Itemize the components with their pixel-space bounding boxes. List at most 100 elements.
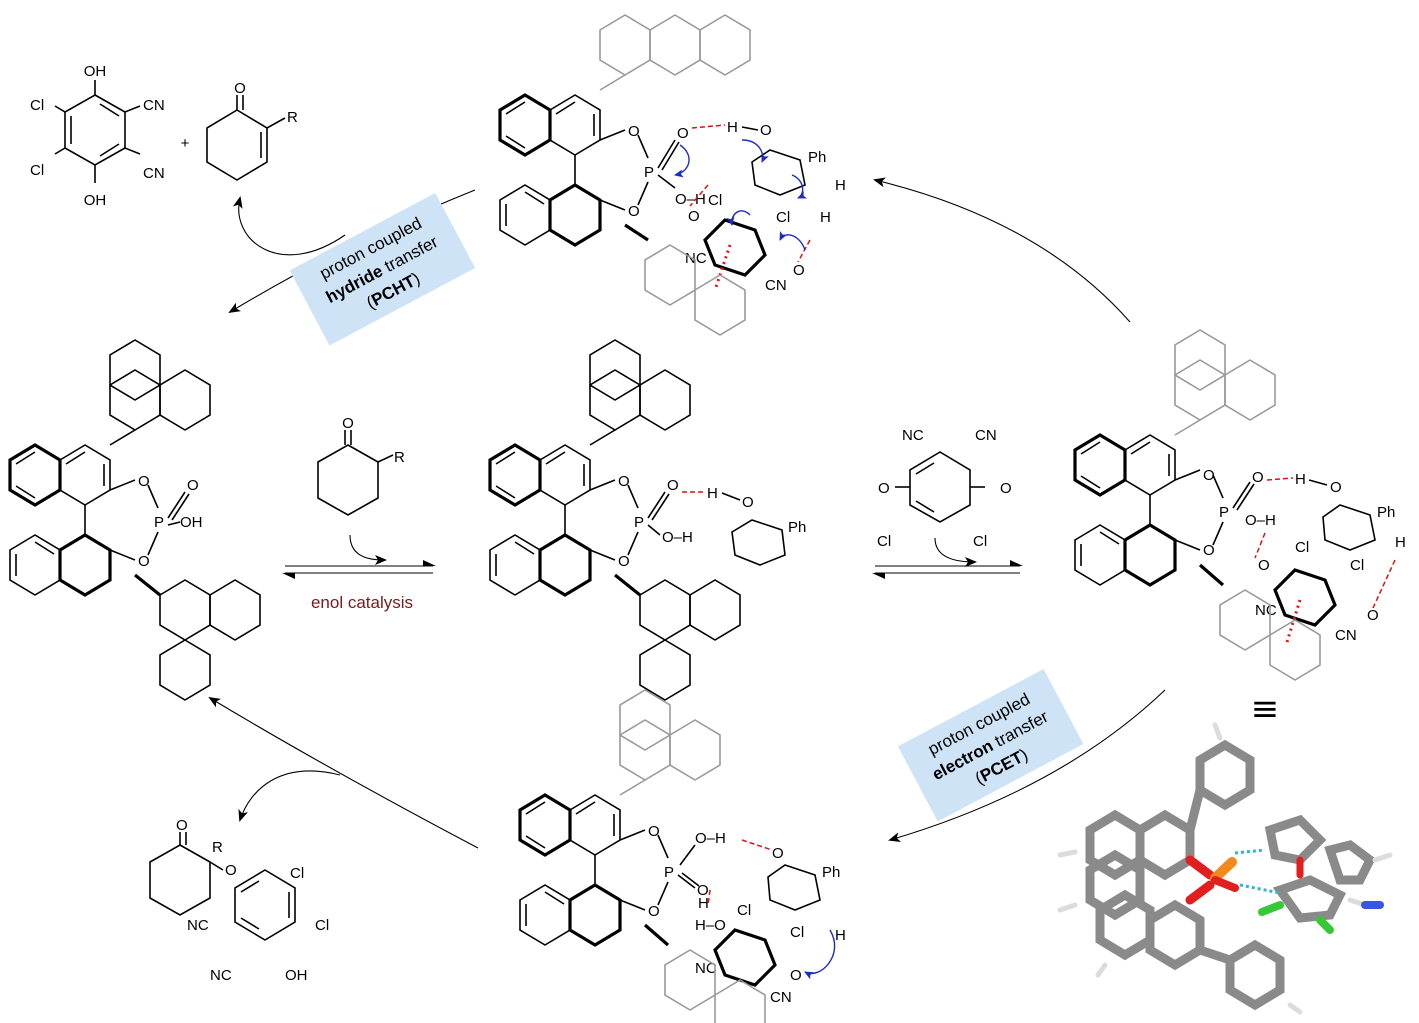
svg-text:H: H <box>1395 534 1406 551</box>
svg-text:R: R <box>394 449 405 466</box>
svg-text:O: O <box>760 122 772 139</box>
svg-text:O: O <box>618 553 630 570</box>
svg-text:O: O <box>138 473 150 490</box>
svg-text:Cl: Cl <box>877 533 891 550</box>
svg-text:Ph: Ph <box>788 519 806 536</box>
complex-to-pcht-arrow <box>873 177 1131 323</box>
svg-text:O: O <box>677 125 689 142</box>
product-release-arrow-bottom <box>238 770 341 822</box>
svg-text:NC: NC <box>685 250 707 267</box>
svg-text:H: H <box>698 895 709 912</box>
equilibrium-left <box>282 534 436 579</box>
pcet-box-bg <box>897 668 1084 822</box>
svg-text:H: H <box>835 177 846 194</box>
svg-text:Cl: Cl <box>290 865 304 882</box>
svg-text:H: H <box>835 927 846 944</box>
svg-text:O: O <box>667 477 679 494</box>
ddqh2-product: OH OH Cl Cl CN CN <box>30 63 165 209</box>
svg-text:O: O <box>648 823 660 840</box>
svg-text:Cl: Cl <box>315 917 329 934</box>
svg-text:R: R <box>212 839 223 856</box>
svg-text:Cl: Cl <box>30 162 44 179</box>
svg-text:OH: OH <box>84 192 107 209</box>
svg-text:O: O <box>1258 557 1270 574</box>
svg-text:O: O <box>793 262 805 279</box>
pcht-box: proton coupled hydride transfer (PCHT) <box>289 193 476 346</box>
svg-text:CN: CN <box>975 427 997 444</box>
svg-text:Cl: Cl <box>776 209 790 226</box>
cpa-enol-complex: O O P O O–H H O Ph <box>488 339 806 701</box>
equilibrium-right <box>872 537 1023 579</box>
svg-text:O: O <box>176 817 188 834</box>
pcet-box: proton coupled electron transfer (PCET) <box>897 668 1084 822</box>
svg-text:O: O <box>1203 467 1215 484</box>
pcht-ts-complex: O O P O O–H H O Ph H H O Cl Cl O NC CN <box>498 14 846 336</box>
svg-text:O: O <box>878 480 890 497</box>
svg-text:Cl: Cl <box>708 192 722 209</box>
product-release-arrow-top <box>232 196 346 256</box>
svg-text:O: O <box>342 415 354 432</box>
svg-text:O: O <box>1330 479 1342 496</box>
return-arrow <box>208 696 479 849</box>
svg-text:Cl: Cl <box>30 97 44 114</box>
svg-text:O: O <box>742 494 754 511</box>
svg-text:O: O <box>772 845 784 862</box>
ternary-complex: O O P O O–H H O Ph H O Cl Cl O NC CN <box>1073 329 1406 681</box>
svg-text:O: O <box>628 123 640 140</box>
svg-text:O–H: O–H <box>695 830 726 847</box>
ddq-reagent: NC CN O O Cl Cl <box>877 427 1012 550</box>
svg-text:Ph: Ph <box>1377 504 1395 521</box>
svg-text:CN: CN <box>143 165 165 182</box>
svg-text:O: O <box>648 903 660 920</box>
svg-text:CN: CN <box>1335 627 1357 644</box>
svg-text:H: H <box>727 119 738 136</box>
svg-text:Cl: Cl <box>973 533 987 550</box>
equivalent-sign: ≡ <box>1251 689 1280 729</box>
enol-catalysis-label: enol catalysis <box>311 593 413 612</box>
svg-text:CN: CN <box>765 277 787 294</box>
svg-text:NC: NC <box>210 967 232 984</box>
svg-text:NC: NC <box>902 427 924 444</box>
svg-text:CN: CN <box>143 97 165 114</box>
svg-text:P: P <box>154 514 164 531</box>
svg-text:P: P <box>664 864 674 881</box>
cpa-catalyst: O O P O OH <box>8 339 261 701</box>
svg-text:R: R <box>287 109 298 126</box>
svg-text:O: O <box>1367 607 1379 624</box>
svg-text:OH: OH <box>180 514 203 531</box>
svg-text:O: O <box>618 473 630 490</box>
svg-text:H: H <box>820 209 831 226</box>
svg-text:O: O <box>790 967 802 984</box>
svg-text:NC: NC <box>187 917 209 934</box>
svg-text:NC: NC <box>695 960 717 977</box>
pcht-box-bg <box>289 193 476 346</box>
plus-sign: + <box>181 135 190 152</box>
svg-text:O: O <box>234 80 246 97</box>
svg-text:P: P <box>1219 504 1229 521</box>
svg-text:O–H: O–H <box>662 529 693 546</box>
svg-text:P: P <box>644 164 654 181</box>
svg-text:O–H: O–H <box>1245 512 1276 529</box>
svg-text:O: O <box>1000 480 1012 497</box>
svg-text:O: O <box>225 862 237 879</box>
svg-text:Cl: Cl <box>790 924 804 941</box>
pcet-ts-complex: O O P O–H O O Ph H H H–O Cl Cl O NC CN <box>518 689 846 1023</box>
svg-text:H–O: H–O <box>695 917 726 934</box>
aryl-ether-product: O R O Cl Cl NC NC OH <box>149 817 329 984</box>
pcet-arrow <box>888 689 1166 842</box>
svg-text:O: O <box>187 477 199 494</box>
svg-text:P: P <box>634 514 644 531</box>
svg-text:Cl: Cl <box>1350 557 1364 574</box>
svg-text:O: O <box>1252 469 1264 486</box>
svg-text:CN: CN <box>770 989 792 1006</box>
svg-text:O: O <box>1203 542 1215 559</box>
enone-product: O R <box>206 80 298 181</box>
svg-text:H: H <box>707 485 718 502</box>
svg-text:O: O <box>697 882 709 899</box>
svg-text:Ph: Ph <box>822 864 840 881</box>
svg-text:NC: NC <box>1255 602 1277 619</box>
svg-text:OH: OH <box>285 967 308 984</box>
svg-text:OH: OH <box>84 63 107 80</box>
svg-text:Cl: Cl <box>1295 539 1309 556</box>
